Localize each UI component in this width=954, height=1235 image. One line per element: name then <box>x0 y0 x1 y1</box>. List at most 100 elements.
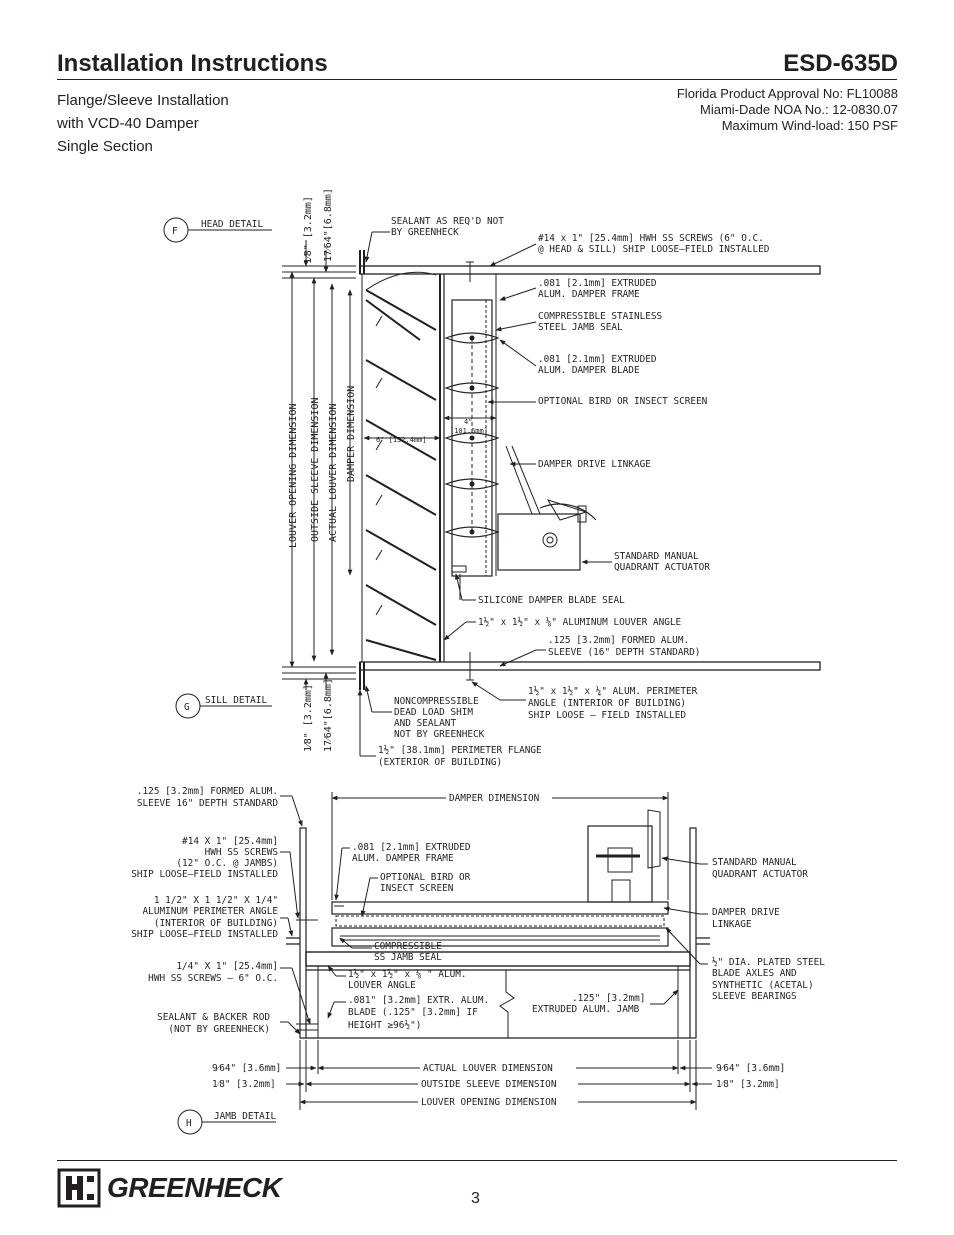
louver-opening-dim-label: LOUVER OPENING DIMENSION <box>421 1097 557 1108</box>
plan-callout-screws: #14 X 1" [25.4mm] <box>182 836 278 847</box>
callout-seal: STEEL JAMB SEAL <box>538 322 623 333</box>
right-callout-actuator: STANDARD MANUAL <box>712 857 797 868</box>
dim-bottom-b: 17⁄64"[6.8mm] <box>323 678 334 752</box>
right-callout-linkage: DAMPER DRIVE <box>712 907 780 918</box>
callout-screws: #14 x 1" [25.4mm] HWH SS SCREWS (6" O.C. <box>538 233 764 244</box>
inner-callout-screen: INSECT SCREEN <box>380 883 454 894</box>
callout-shim: NONCOMPRESSIBLE <box>394 696 479 707</box>
inner-callout-frame: .081 [2.1mm] EXTRUDED <box>352 842 471 853</box>
callout-frame: ALUM. DAMPER FRAME <box>538 289 640 300</box>
side-dim-right-b: 1⁄8" [3.2mm] <box>716 1079 780 1090</box>
callout-actuator: STANDARD MANUAL <box>614 551 699 562</box>
head-detail-label: HEAD DETAIL <box>201 219 263 230</box>
plan-callout-angle: SHIP LOOSE–FIELD INSTALLED <box>131 929 278 940</box>
inner-callout-angle: LOUVER ANGLE <box>348 980 416 991</box>
header-rule <box>57 79 897 80</box>
side-dim-left-b: 1⁄8" [3.2mm] <box>212 1079 276 1090</box>
plan-callout-hwh: HWH SS SCREWS – 6" O.C. <box>148 973 278 984</box>
subtitle-line: Single Section <box>57 138 153 155</box>
right-callout-axles: ½" DIA. PLATED STEEL <box>712 957 825 968</box>
brand-name: GREENHECK <box>107 1172 282 1203</box>
subtitle-line: with VCD-40 Damper <box>57 115 199 132</box>
marker-h-letter: H <box>186 1118 192 1129</box>
callout-screen: OPTIONAL BIRD OR INSECT SCREEN <box>538 396 708 407</box>
inner-callout-blade: .081" [3.2mm] EXTR. ALUM. <box>348 995 489 1006</box>
right-callout-axles: SLEEVE BEARINGS <box>712 991 797 1002</box>
callout-flange: 1½" [38.1mm] PERIMETER FLANGE <box>378 745 542 756</box>
marker-g-letter: G <box>184 702 190 713</box>
outside-sleeve-dim: OUTSIDE SLEEVE DIMENSION <box>310 398 321 543</box>
callout-screws: @ HEAD & SILL) SHIP LOOSE–FIELD INSTALLE… <box>538 244 770 255</box>
callout-frame: .081 [2.1mm] EXTRUDED <box>538 278 657 289</box>
right-callout-linkage: LINKAGE <box>712 919 752 930</box>
inner-callout-blade: BLADE (.125" [3.2mm] IF <box>348 1007 478 1018</box>
approval-block: Florida Product Approval No: FL10088 Mia… <box>677 86 898 134</box>
inner-callout-seal: COMPRESSIBLE <box>374 941 442 952</box>
right-callout-axles: BLADE AXLES AND <box>712 968 797 979</box>
damper-dimension-label: DAMPER DIMENSION <box>449 793 540 804</box>
inner-callout-jamb: EXTRUDED ALUM. JAMB <box>532 1004 640 1015</box>
callout-flange: (EXTERIOR OF BUILDING) <box>378 757 502 768</box>
marker-f-letter: F <box>172 226 178 237</box>
callout-perimeter-angle: 1½" x 1½" x ¼" ALUM. PERIMETER <box>528 686 698 697</box>
page-number: 3 <box>471 1190 480 1207</box>
inner-callout-angle: 1½" x 1½" x ⅛ " ALUM. <box>348 969 467 980</box>
inner-callout-blade: HEIGHT ≥96½") <box>348 1020 421 1031</box>
approval-line: Maximum Wind-load: 150 PSF <box>721 118 898 133</box>
dim-top-a: 1⁄8" [3.2mm] <box>303 196 314 264</box>
plan-callout-angle: ALUMINUM PERIMETER ANGLE <box>143 906 279 917</box>
dim-4in: 4" <box>464 418 472 426</box>
sill-detail-label: SILL DETAIL <box>205 695 267 706</box>
inner-callout-seal: SS JAMB SEAL <box>374 952 442 963</box>
inner-callout-screen: OPTIONAL BIRD OR <box>380 872 471 883</box>
actual-louver-dim: ACTUAL LOUVER DIMENSION <box>328 404 339 542</box>
side-dim-right-a: 9⁄64" [3.6mm] <box>716 1063 785 1074</box>
plan-callout-sleeve: .125 [3.2mm] FORMED ALUM. <box>137 786 278 797</box>
dim-bottom-a: 1⁄8" [3.2mm] <box>303 684 314 752</box>
callout-sealant: BY GREENHECK <box>391 227 459 238</box>
right-callout-axles: SYNTHETIC (ACETAL) <box>712 980 814 991</box>
dim-4in-metric: [101.6mm] <box>450 427 488 435</box>
footer-rule <box>57 1160 897 1161</box>
callout-shim: NOT BY GREENHECK <box>394 729 485 740</box>
plan-callout-screws: (12" O.C. @ JAMBS) <box>176 858 278 869</box>
callout-sealant: SEALANT AS REQ'D NOT <box>391 216 504 227</box>
plan-callout-hwh: 1/4" X 1" [25.4mm] <box>176 961 278 972</box>
inner-callout-jamb: .125" [3.2mm] <box>572 993 645 1004</box>
callout-linkage: DAMPER DRIVE LINKAGE <box>538 459 651 470</box>
greenheck-logo-icon <box>57 1168 101 1208</box>
side-dim-left-a: 9⁄64" [3.6mm] <box>212 1063 281 1074</box>
plan-callout-screws: HWH SS SCREWS <box>205 847 279 858</box>
callout-silicone: SILICONE DAMPER BLADE SEAL <box>478 595 625 606</box>
plan-callout-screws: SHIP LOOSE–FIELD INSTALLED <box>131 869 278 880</box>
damper-dim: DAMPER DIMENSION <box>346 386 357 482</box>
model-number: ESD-635D <box>783 50 898 77</box>
plan-callout-sealant: (NOT BY GREENHECK) <box>168 1024 270 1035</box>
dim-top-b: 17⁄64"[6.8mm] <box>323 188 334 262</box>
callout-seal: COMPRESSIBLE STAINLESS <box>538 311 663 322</box>
callout-actuator: QUADRANT ACTUATOR <box>614 562 710 573</box>
callout-sleeve: SLEEVE (16" DEPTH STANDARD) <box>548 647 700 658</box>
dim-6in: 6" [152.4mm] <box>376 436 427 444</box>
callout-louver-angle: 1½" x 1½" x ⅛" ALUMINUM LOUVER ANGLE <box>478 617 682 628</box>
right-callout-actuator: QUADRANT ACTUATOR <box>712 869 808 880</box>
callout-shim: DEAD LOAD SHIM <box>394 707 473 718</box>
greenheck-logo: GREENHECK <box>57 1168 287 1210</box>
outside-sleeve-dim-label: OUTSIDE SLEEVE DIMENSION <box>421 1079 557 1090</box>
page-title: Installation Instructions <box>57 50 328 77</box>
inner-callout-frame: ALUM. DAMPER FRAME <box>352 853 454 864</box>
callout-sleeve: .125 [3.2mm] FORMED ALUM. <box>548 635 689 646</box>
actual-louver-dim-label: ACTUAL LOUVER DIMENSION <box>423 1063 553 1074</box>
louver-opening-dim: LOUVER OPENING DIMENSION <box>288 404 299 549</box>
approval-line: Miami-Dade NOA No.: 12-0830.07 <box>700 102 898 117</box>
approval-line: Florida Product Approval No: FL10088 <box>676 86 898 101</box>
callout-shim: AND SEALANT <box>394 718 456 729</box>
plan-callout-angle: (INTERIOR OF BUILDING) <box>154 918 278 929</box>
plan-callout-sleeve: SLEEVE 16" DEPTH STANDARD <box>137 798 278 809</box>
callout-blade: ALUM. DAMPER BLADE <box>538 365 640 376</box>
callout-perimeter-angle: ANGLE (INTERIOR OF BUILDING) <box>528 698 686 709</box>
plan-callout-sealant: SEALANT & BACKER ROD <box>157 1012 270 1023</box>
subtitle-line: Flange/Sleeve Installation <box>57 92 229 109</box>
callout-blade: .081 [2.1mm] EXTRUDED <box>538 354 657 365</box>
